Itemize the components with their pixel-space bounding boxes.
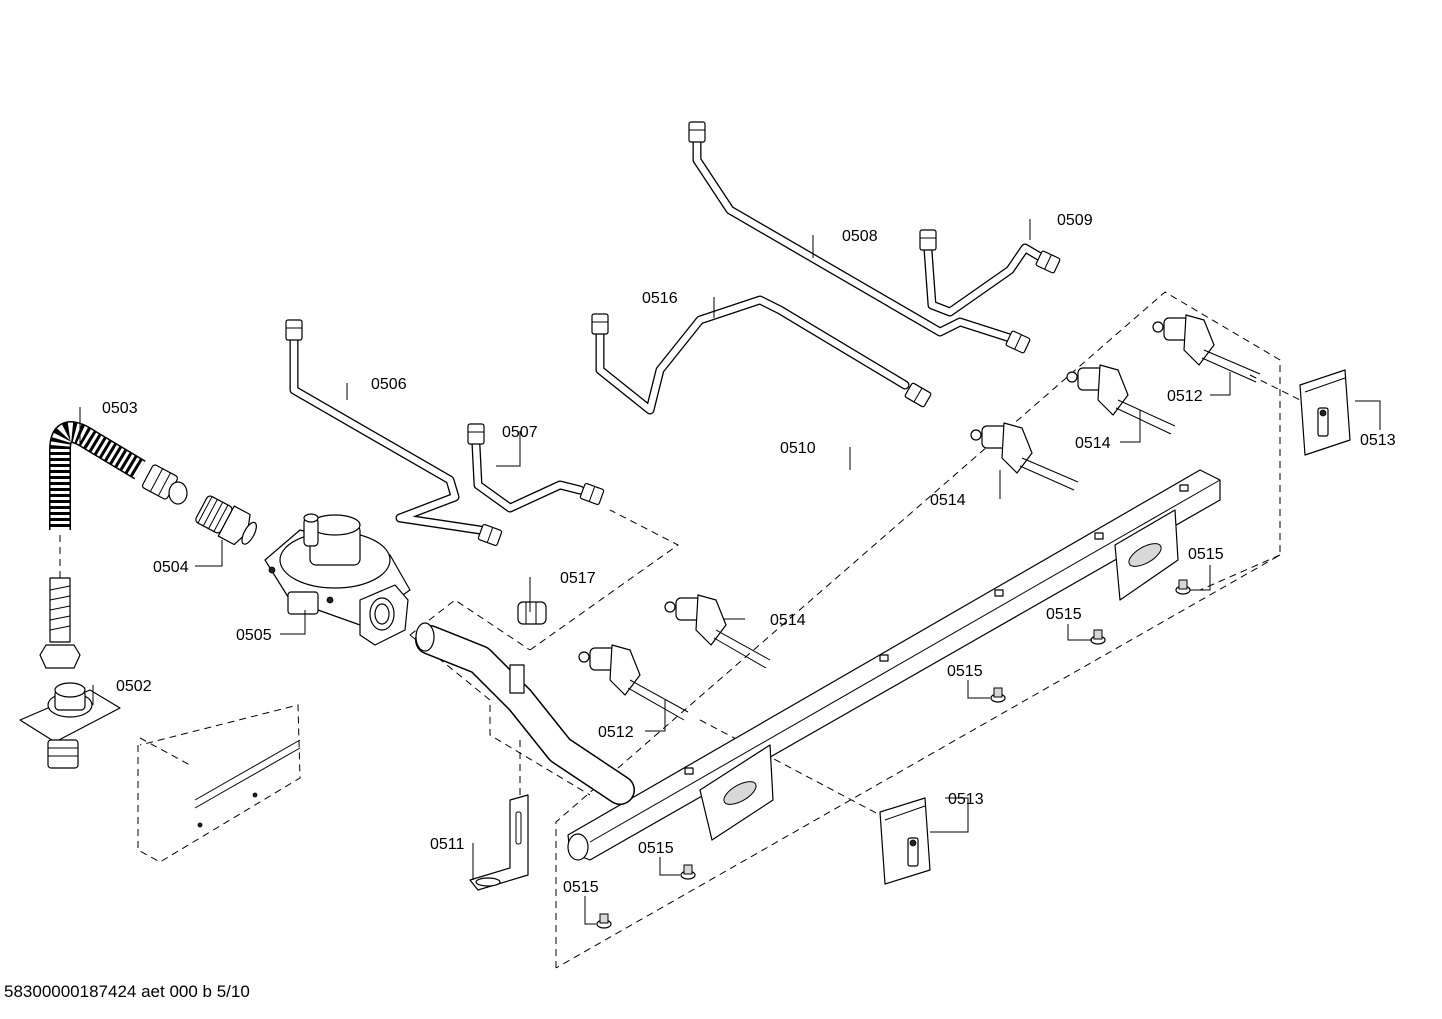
part-0514-valve-center [664, 594, 771, 669]
callout-0507: 0507 [502, 424, 538, 441]
part-0514-valve-right-2 [1066, 364, 1176, 435]
part-0508-gas-pipe [688, 121, 1031, 354]
callout-leaders [79, 219, 1381, 925]
part-0514-valve-right-1 [970, 422, 1079, 491]
part-0504-adapter-fitting [195, 495, 257, 546]
callout-0504: 0504 [153, 559, 189, 576]
callout-0515-2: 0515 [1046, 606, 1082, 623]
callout-0516: 0516 [642, 290, 678, 307]
callout-0515-1: 0515 [1188, 546, 1224, 563]
part-0511-l-bracket [469, 794, 529, 891]
callout-0510: 0510 [780, 440, 816, 457]
part-0510-manifold-rail [415, 469, 1221, 861]
callout-0512-left: 0512 [598, 724, 634, 741]
part-0503-flex-hose [39, 421, 188, 669]
part-0515-screw-4 [680, 864, 696, 880]
part-0516-gas-pipe [591, 295, 932, 415]
part-0512-valve-right [1152, 314, 1261, 383]
callout-0514-right-2: 0514 [1075, 435, 1111, 452]
callout-0511: 0511 [430, 836, 465, 853]
callout-0512-right: 0512 [1167, 388, 1203, 405]
part-0517-nut [517, 601, 547, 625]
callout-0508: 0508 [842, 228, 878, 245]
part-0509-gas-pipe [919, 229, 1061, 317]
callout-labels: 0503 0504 0505 0502 0506 0507 0508 0509 … [102, 212, 1396, 896]
callout-0503: 0503 [102, 400, 138, 417]
callout-0514-right-1: 0514 [930, 492, 966, 509]
part-0512-valve-left [578, 644, 689, 721]
callout-0506: 0506 [371, 376, 407, 393]
callout-0514-center: 0514 [770, 612, 806, 629]
part-0513-switch-left [879, 797, 931, 885]
part-0515-screw-3 [990, 687, 1006, 703]
callout-0515-5: 0515 [563, 879, 599, 896]
callout-0515-4: 0515 [638, 840, 674, 857]
callout-0509: 0509 [1057, 212, 1093, 229]
part-0515-screw-2 [1090, 629, 1106, 645]
callout-0517: 0517 [560, 570, 596, 587]
callout-0502: 0502 [116, 678, 152, 695]
part-0506-gas-pipe [285, 319, 503, 546]
callout-0515-3: 0515 [947, 663, 983, 680]
callout-0513-left: 0513 [948, 791, 984, 808]
callout-0513-right: 0513 [1360, 432, 1396, 449]
part-0502-inlet-bracket [19, 682, 121, 769]
part-0515-screw-5 [596, 913, 612, 929]
part-0505-pressure-regulator [264, 513, 411, 646]
part-0515-screw-1 [1175, 579, 1191, 595]
rear-panel-reference [137, 704, 301, 863]
callout-0505: 0505 [236, 627, 272, 644]
part-0507-gas-pipe [467, 423, 605, 513]
document-id-footer: 58300000187424 aet 000 b 5/10 [4, 982, 250, 1001]
dashed-assembly-guides [59, 291, 1301, 969]
part-0513-switch-right [1299, 369, 1351, 456]
